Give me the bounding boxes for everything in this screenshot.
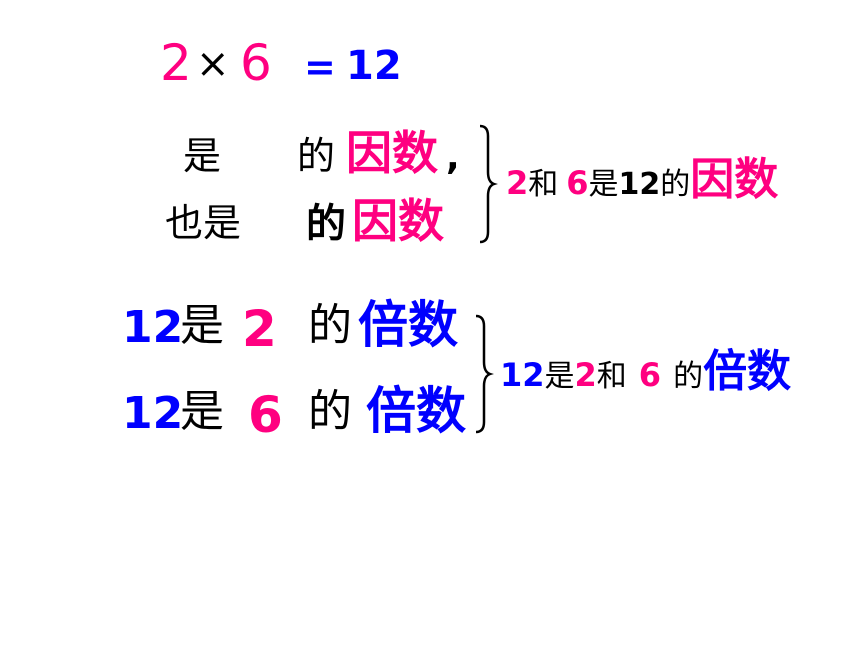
multiple-brace bbox=[475, 314, 494, 434]
factor-6: 6 bbox=[240, 34, 272, 92]
msummary-12: 12 bbox=[500, 356, 545, 394]
factor-brace bbox=[479, 124, 498, 244]
msummary-he: 和 bbox=[596, 359, 627, 394]
summary-12: 12 bbox=[618, 167, 661, 202]
msummary-6: 6 bbox=[638, 356, 662, 394]
product-12: 12 bbox=[346, 43, 402, 89]
multiple-line1-term: 倍数 bbox=[358, 296, 458, 354]
msummary-shi: 是 bbox=[544, 359, 575, 394]
multiple-line1-de: 的 bbox=[308, 300, 352, 351]
multiple-line2-term: 倍数 bbox=[366, 382, 466, 440]
factor-line1-term: 因数 bbox=[346, 126, 438, 180]
multiple-line1-shi: 是 bbox=[180, 300, 224, 351]
msummary-term: 倍数 bbox=[703, 346, 792, 397]
summary-de: 的 bbox=[660, 167, 691, 202]
times-sign: × bbox=[196, 41, 230, 87]
multiple-line1-12: 12 bbox=[122, 302, 184, 353]
summary-term: 因数 bbox=[690, 154, 779, 205]
factor-2: 2 bbox=[160, 34, 192, 92]
factor-line2-term: 因数 bbox=[352, 194, 444, 248]
multiple-line2-de: 的 bbox=[308, 386, 352, 437]
factor-line1-shi: 是 bbox=[183, 134, 222, 178]
equals-sign: = bbox=[304, 45, 336, 89]
msummary-2: 2 bbox=[574, 356, 597, 394]
multiple-line2-6: 6 bbox=[248, 386, 283, 444]
multiple-line2-shi: 是 bbox=[180, 386, 224, 437]
summary-2: 2 bbox=[506, 164, 529, 202]
multiple-line1-2: 2 bbox=[242, 300, 277, 358]
msummary-de: 的 bbox=[673, 359, 704, 394]
factor-line2-de: 的 bbox=[306, 201, 346, 247]
summary-6: 6 bbox=[566, 164, 589, 202]
factor-line2-yeshi: 也是 bbox=[165, 201, 242, 245]
factor-line1-comma: , bbox=[446, 137, 460, 178]
factor-line1-de: 的 bbox=[297, 134, 336, 178]
multiple-line2-12: 12 bbox=[122, 388, 184, 439]
summary-shi: 是 bbox=[588, 167, 619, 202]
summary-he: 和 bbox=[528, 167, 559, 202]
